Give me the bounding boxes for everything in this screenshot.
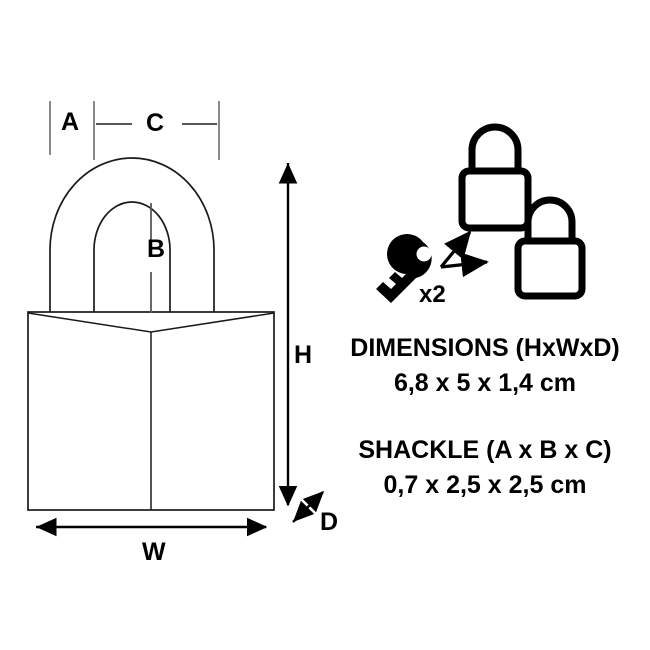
dimension-label-D: D [320, 508, 339, 536]
arrow-up-right-icon [439, 230, 472, 269]
padlock-icon-upper [458, 123, 532, 232]
padlock-body-bevel [27, 312, 275, 510]
dimension-label-B: B [147, 235, 166, 263]
dimension-label-H: H [294, 341, 313, 369]
dimension-label-W: W [142, 538, 166, 566]
shackle-extension-lines [49, 101, 220, 160]
shackle-title: SHACKLE (A x B x C) [358, 436, 612, 464]
key-icon [376, 234, 432, 303]
dimension-label-C: C [146, 109, 165, 137]
dimensions-title: DIMENSIONS (HxWxD) [350, 334, 620, 362]
dimension-label-A: A [61, 108, 80, 136]
padlock-shackle [49, 157, 215, 316]
shackle-value: 0,7 x 2,5 x 2,5 cm [383, 471, 587, 499]
key-count-label: x2 [419, 281, 446, 308]
arrow-right-icon [440, 252, 489, 278]
dimension-arrow-D [292, 490, 325, 523]
padlock-icon-lower [514, 196, 586, 300]
dimensions-value: 6,8 x 5 x 1,4 cm [393, 369, 577, 397]
